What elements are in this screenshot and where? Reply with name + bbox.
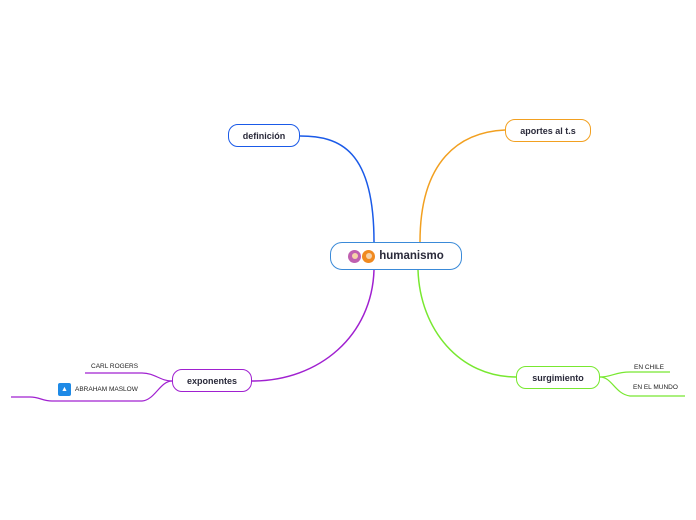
man-emoji-icon — [362, 249, 376, 263]
subtopic-abraham-maslow[interactable]: ABRAHAM MASLOW — [75, 386, 138, 393]
topic-exponentes-label: exponentes — [186, 375, 237, 386]
connector-exponentes — [251, 269, 375, 382]
connector-definicion — [299, 135, 375, 243]
topic-definicion-label: definición — [242, 130, 286, 141]
topic-aportes[interactable]: aportes al t.s — [505, 119, 591, 142]
connector-surgimiento — [417, 269, 517, 378]
connector-en-el-mundo — [599, 376, 685, 397]
central-topic-label: humanismo — [379, 250, 444, 262]
subtopic-carl-rogers[interactable]: CARL ROGERS — [91, 363, 139, 370]
connector-maslow-sub — [11, 396, 53, 402]
app-store-icon[interactable]: ▲ — [58, 383, 71, 396]
topic-exponentes[interactable]: exponentes — [172, 369, 252, 392]
topic-definicion[interactable]: definición — [228, 124, 300, 147]
topic-surgimiento[interactable]: surgimiento — [516, 366, 600, 389]
woman-emoji-icon — [348, 249, 362, 263]
connector-aportes — [419, 129, 506, 243]
subtopic-en-el-mundo[interactable]: EN EL MUNDO — [633, 384, 678, 391]
topic-aportes-label: aportes al t.s — [520, 125, 576, 136]
connector-carl-rogers — [85, 372, 173, 382]
subtopic-en-chile[interactable]: EN CHILE — [634, 364, 664, 371]
topic-surgimiento-label: surgimiento — [532, 372, 584, 383]
connector-en-chile — [599, 371, 670, 378]
central-topic-humanismo[interactable]: humanismo — [330, 242, 462, 270]
connector-abraham-maslow — [52, 380, 173, 402]
